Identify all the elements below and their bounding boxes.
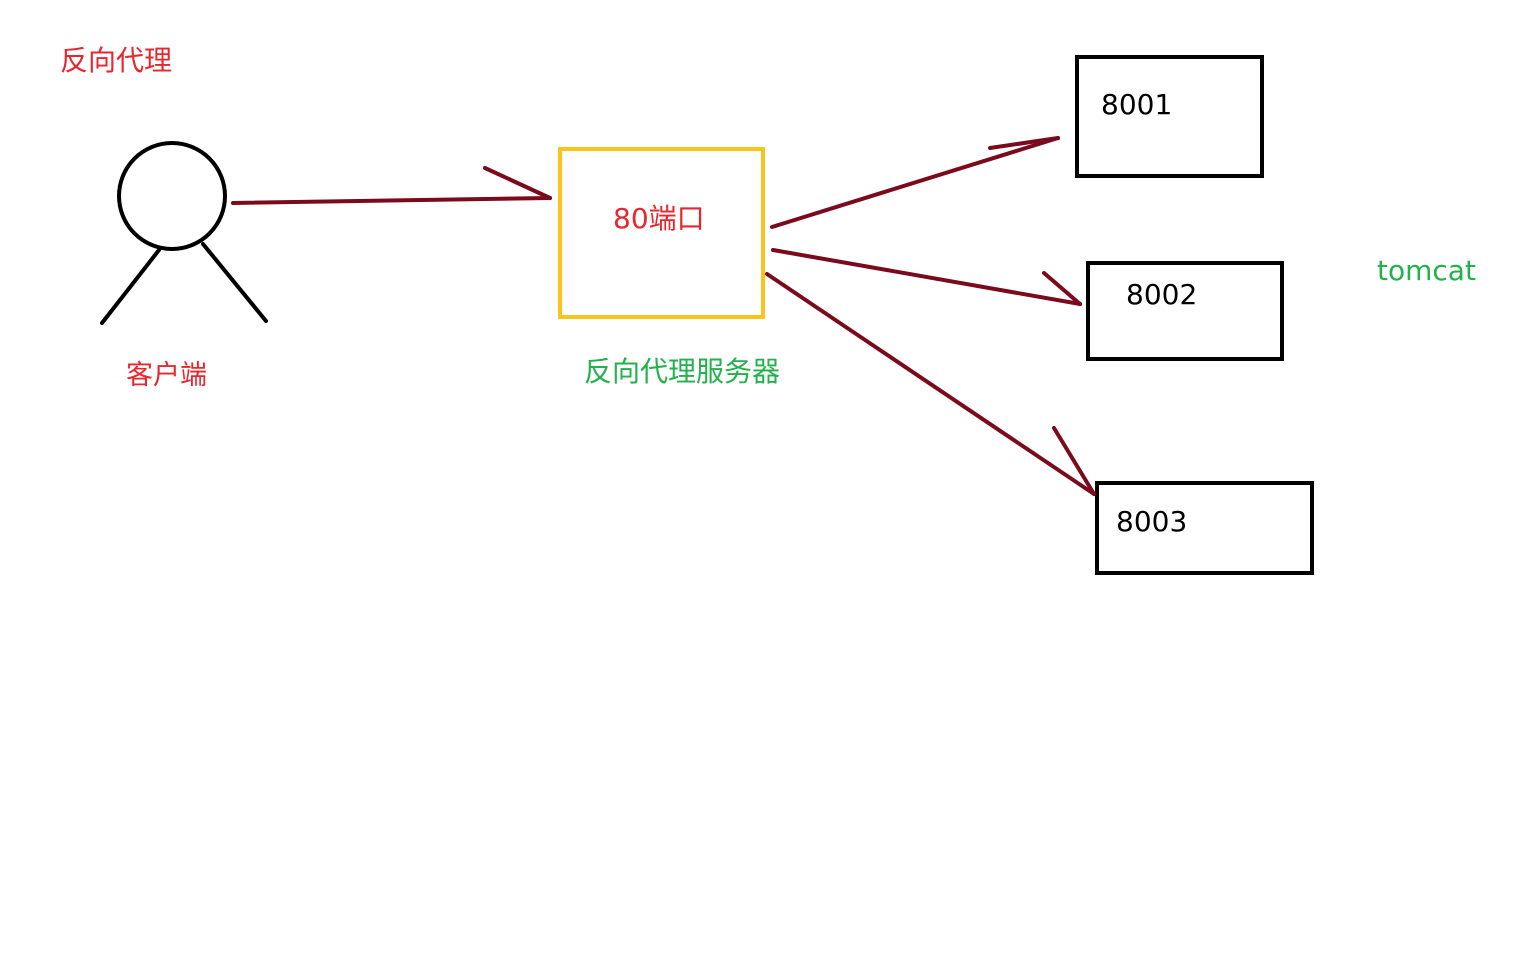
- client-right-leg: [201, 242, 268, 323]
- server-label-8003: 8003: [1116, 505, 1188, 538]
- proxy-server-box: [558, 147, 765, 319]
- diagram-title: 反向代理: [60, 44, 173, 77]
- arrow-client-to-proxy: [231, 166, 552, 205]
- client-left-leg: [100, 248, 161, 325]
- client-label: 客户端: [126, 360, 207, 391]
- arrow-proxy-to-8002: [771, 248, 1082, 306]
- server-label-8001: 8001: [1101, 88, 1173, 121]
- tomcat-label: tomcat: [1377, 254, 1476, 287]
- proxy-port-label: 80端口: [613, 202, 705, 235]
- server-box-8003: [1095, 481, 1314, 575]
- arrow-proxy-to-8001: [770, 136, 1060, 229]
- client-figure: [100, 141, 268, 325]
- server-label-8002: 8002: [1126, 278, 1198, 311]
- arrow-proxy-to-8003: [765, 272, 1096, 496]
- server-box-8001: [1075, 55, 1264, 178]
- client-head: [117, 141, 227, 251]
- proxy-server-label: 反向代理服务器: [584, 355, 781, 388]
- server-box-8002: [1086, 261, 1284, 361]
